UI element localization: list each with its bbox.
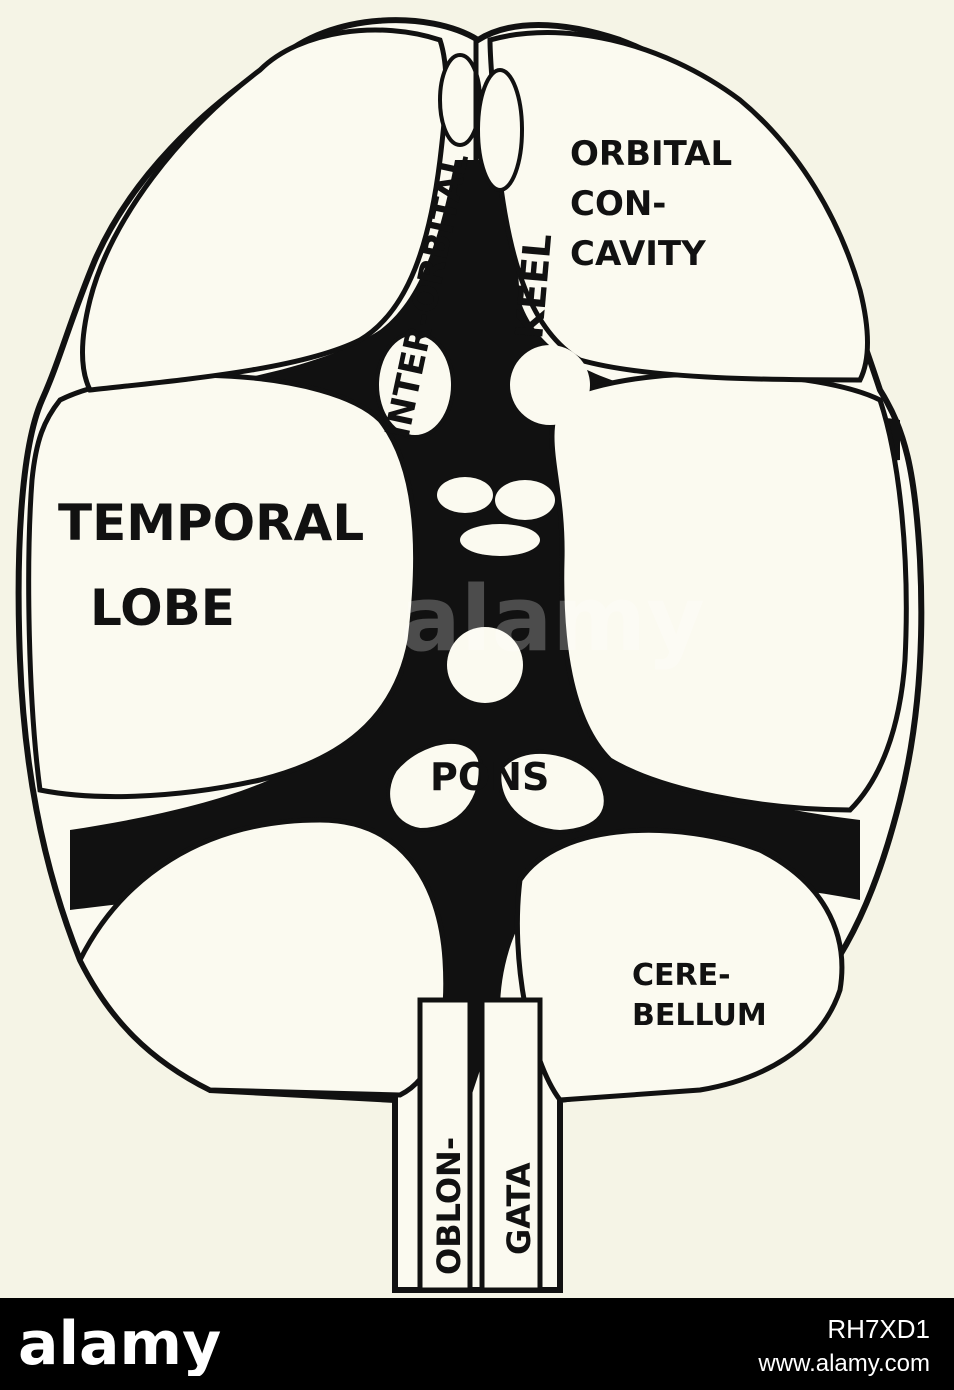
site-url-link[interactable]: www.alamy.com <box>758 1350 930 1377</box>
label-oblongata-left: OBLON- <box>430 1137 468 1275</box>
alamy-logo-text: alamy <box>18 1312 221 1376</box>
label-keel: KEEL <box>507 232 560 341</box>
brain-diagram-figure: INTER-ORBITAL KEEL ORBITAL CON- CAVITY T… <box>0 0 954 1298</box>
pons-shape-left <box>386 739 483 833</box>
frontal-lobe-right-shape <box>487 30 870 383</box>
label-temporal-line2: LOBE <box>90 579 235 637</box>
label-cerebellum-line2: BELLUM <box>632 998 767 1033</box>
mamillary-right <box>495 480 555 520</box>
alamy-logo[interactable]: alamy <box>18 1312 318 1376</box>
frontal-lobe-left-shape <box>80 27 449 393</box>
label-orbital-line1: ORBITAL <box>570 134 732 174</box>
olfactory-bulb-right <box>476 68 524 192</box>
label-orbital-line2: CON- <box>570 184 666 224</box>
footer-bar: alamy RH7XD1 www.alamy.com <box>0 1298 954 1390</box>
mamillary-left <box>437 477 493 513</box>
label-orbital-line3: CAVITY <box>570 234 706 274</box>
image-id: RH7XD1 <box>827 1314 930 1344</box>
label-oblongata-right: GATA <box>500 1162 538 1255</box>
pituitary-circle <box>447 627 523 703</box>
pons-shape-right <box>497 749 608 835</box>
cerebellum-left-shape <box>77 817 449 1098</box>
label-temporal-line1: TEMPORAL <box>58 494 364 552</box>
medulla-right-shape <box>479 997 543 1293</box>
medulla-left-shape <box>417 997 473 1293</box>
optic-structure-right <box>510 345 590 425</box>
temporal-lobe-left-shape <box>26 372 419 800</box>
optic-structure-left <box>375 331 455 439</box>
label-pons: PONS <box>430 755 549 799</box>
tuber-shape <box>460 524 540 556</box>
watermark-text: alamy <box>400 567 705 672</box>
temporal-lobe-right-shape <box>549 371 909 813</box>
label-cerebellum-line1: CERE- <box>632 958 731 993</box>
